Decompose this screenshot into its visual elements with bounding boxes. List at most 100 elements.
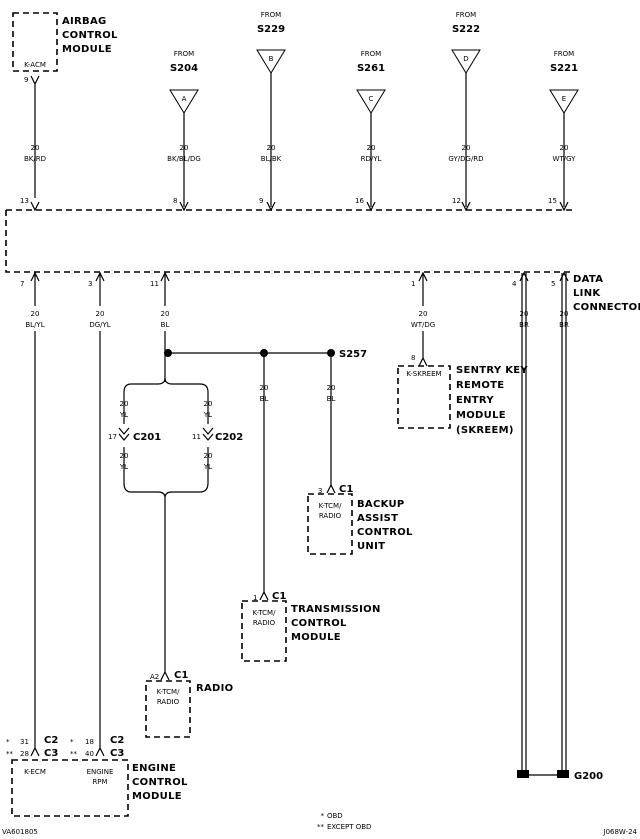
ecm-right-pin-1: 18: [85, 738, 94, 746]
radio-module: A2 C1 K-TCM/ RADIO RADIO: [145, 670, 233, 738]
splice-arrow-c: [356, 89, 386, 114]
c201-color-top: YL: [119, 411, 128, 419]
wire-a-gauge: 20: [180, 144, 189, 152]
from-splice-name-e: S221: [550, 63, 578, 74]
radio-box: [145, 680, 191, 738]
tcm-code-line-2: RADIO: [253, 619, 276, 627]
lower-pin-3: 3: [88, 280, 92, 288]
wire-b-pin: 9: [259, 197, 263, 205]
airbag-wire-dlc-pin: 13: [20, 197, 29, 205]
from-label-d: FROM: [456, 11, 476, 19]
ecm-left-mark-2: **: [6, 750, 14, 758]
backup-box: [307, 493, 353, 555]
wire-a-color: BK/BL/DG: [167, 155, 201, 163]
backup-title-line-2: ASSIST: [357, 513, 398, 524]
backup-title-line-4: UNIT: [357, 541, 385, 552]
c202-gauge-bottom: 20: [204, 452, 213, 460]
engine-control-module: * 31 ** 28 C2 C3 * 18 ** 40 C2 C3 K-ECM …: [6, 735, 188, 817]
dlc-bottom-pin-arrows: [30, 271, 569, 282]
skreem-box: [397, 365, 451, 429]
from-label-c: FROM: [361, 50, 381, 58]
airbag-module-box: [12, 12, 58, 72]
ecm-title-line-2: CONTROL: [132, 777, 188, 788]
tcm-pin: 1: [253, 594, 257, 602]
wire-c-color: RD/YL: [361, 155, 382, 163]
from-splice-name-a: S204: [170, 63, 198, 74]
splice-s257: S257 20 BL 20 BL: [164, 349, 367, 592]
lower-pin-4: 4: [512, 280, 517, 288]
from-splice-name-c: S261: [357, 63, 385, 74]
splice-letter-b: B: [269, 55, 274, 63]
wire-d-gauge: 20: [462, 144, 471, 152]
lower-color-11: BL: [161, 321, 170, 329]
tcm-connector: C1: [272, 591, 286, 602]
legend-notes: * OBD ** EXCEPT OBD: [317, 812, 371, 831]
splice-arrow-d: [451, 49, 481, 74]
c202-gauge-top: 20: [204, 400, 213, 408]
radio-connector: C1: [174, 670, 188, 681]
dlc-top-pin-arrows: [30, 201, 569, 212]
c202-name: C202: [215, 432, 243, 443]
wire-a-pin: 8: [173, 197, 177, 205]
c201-gauge-top: 20: [120, 400, 129, 408]
ecm-left-mark-1: *: [6, 738, 10, 746]
from-label-a: FROM: [174, 50, 194, 58]
skreem-module: 8 K-SKREEM SENTRY KEY REMOTE ENTRY MODUL…: [397, 354, 528, 436]
from-splice-e: FROM S221 E 20 WT/GY 15: [548, 50, 579, 207]
wire-b-color: BL/BK: [261, 155, 282, 163]
c201-color-bottom: YL: [119, 463, 128, 471]
ground-lug-right: [557, 770, 569, 778]
splice-arrow-b: [256, 49, 286, 74]
backup-assist-module: 3 C1 K-TCM/ RADIO BACKUP ASSIST CONTROL …: [307, 483, 413, 555]
tcm-pin-arrow: [259, 590, 269, 601]
skreem-title-line-2: REMOTE: [456, 380, 504, 391]
backup-code-line-1: K-TCM/: [319, 502, 343, 510]
wire-d-pin: 12: [452, 197, 461, 205]
ground-lug-left: [517, 770, 529, 778]
ecm-left-conn-1: C2: [44, 735, 58, 746]
skreem-pin: 8: [411, 354, 415, 362]
wire-to-tcm-color: BL: [260, 395, 269, 403]
radio-title: RADIO: [196, 683, 233, 694]
ecm-left-code: K-ECM: [24, 768, 46, 776]
tcm-code-line-1: K-TCM/: [253, 609, 277, 617]
wire-to-tcm-gauge: 20: [260, 384, 269, 392]
dlc-title-line-2: LINK: [573, 288, 601, 299]
lower-gauge-11: 20: [161, 310, 170, 318]
lower-gauge-1: 20: [419, 310, 428, 318]
from-splice-b: FROM S229 B 20 BL/BK 9: [256, 11, 286, 207]
lower-color-7: BL/YL: [25, 321, 44, 329]
tcm-title-line-2: CONTROL: [291, 618, 347, 629]
c201-connector-symbol: [118, 427, 130, 441]
skreem-title-line-1: SENTRY KEY: [456, 365, 528, 376]
wire-e-color: WT/GY: [553, 155, 577, 163]
backup-connector: C1: [339, 484, 353, 495]
from-label-e: FROM: [554, 50, 574, 58]
from-splice-d: FROM S222 D 20 GY/DG/RD 12: [448, 11, 484, 207]
wire-e-gauge: 20: [560, 144, 569, 152]
dlc-dashed-outline: [5, 209, 572, 273]
lower-gauge-7: 20: [31, 310, 40, 318]
lower-pin-11: 11: [150, 280, 159, 288]
backup-code-line-2: RADIO: [319, 512, 342, 520]
skreem-title-line-4: MODULE: [456, 410, 506, 421]
lower-color-3: DG/YL: [89, 321, 110, 329]
splice-letter-a: A: [182, 95, 187, 103]
ecm-right-conn-1: C2: [110, 735, 124, 746]
from-splice-name-b: S229: [257, 24, 285, 35]
c201-gauge-bottom: 20: [120, 452, 129, 460]
note-text-except-obd: EXCEPT OBD: [327, 823, 371, 831]
radio-code-line-1: K-TCM/: [157, 688, 181, 696]
wire-e-pin: 15: [548, 197, 557, 205]
lower-gauge-5: 20: [560, 310, 569, 318]
wire-b-gauge: 20: [267, 144, 276, 152]
splice-arrow-e: [549, 89, 579, 114]
c201-pin: 17: [108, 433, 117, 441]
splice-letter-e: E: [562, 95, 566, 103]
radio-pin-arrow: [160, 670, 170, 681]
c201-name: C201: [133, 432, 161, 443]
lower-color-4: BR: [519, 321, 529, 329]
backup-pin: 3: [318, 487, 322, 495]
airbag-wire-color: BK/RD: [24, 155, 46, 163]
transmission-control-module: 1 C1 K-TCM/ RADIO TRANSMISSION CONTROL M…: [241, 590, 380, 662]
